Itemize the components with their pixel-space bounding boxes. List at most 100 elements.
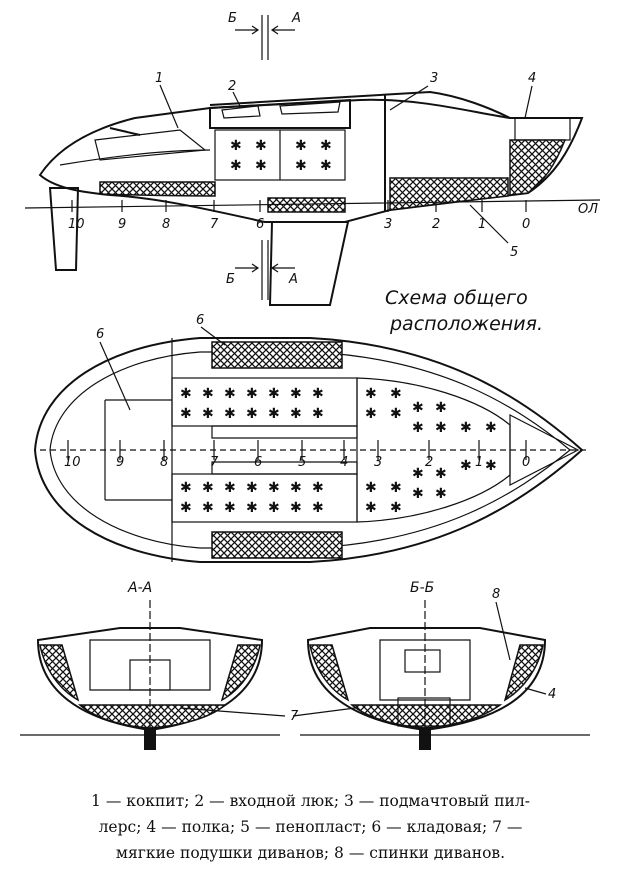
cushion-mark: ✱	[435, 400, 447, 416]
cushion-mark: ✱	[435, 486, 447, 502]
cut-label-b-top: Б	[228, 11, 237, 26]
cushion-mark: ✱	[320, 158, 332, 174]
cushion-mark: ✱	[180, 500, 192, 516]
station-number-side: 3	[384, 217, 392, 232]
station-number-plan: 6	[254, 455, 262, 470]
cushion-mark: ✱	[412, 400, 424, 416]
station-number-side: 9	[118, 217, 126, 232]
cushion-mark: ✱	[268, 386, 280, 402]
cushion-mark: ✱	[485, 458, 497, 474]
cushion-mark: ✱	[246, 406, 258, 422]
station-number-plan: 9	[116, 455, 124, 470]
cushion-mark: ✱	[295, 138, 307, 154]
section-BB-label: Б-Б	[410, 580, 434, 596]
cushion-mark: ✱	[255, 158, 267, 174]
cushion-mark: ✱	[412, 486, 424, 502]
cushion-mark: ✱	[312, 386, 324, 402]
station-number-side: 6	[256, 217, 264, 232]
cushion-mark: ✱	[412, 420, 424, 436]
cabin-top	[209, 98, 351, 129]
station-number-side: 2	[432, 217, 440, 232]
cushion-mark: ✱	[255, 138, 267, 154]
cockpit-area	[94, 129, 207, 161]
foam-aft	[99, 181, 216, 197]
cushion-mark: ✱	[290, 480, 302, 496]
cushion-mark: ✱	[268, 500, 280, 516]
cushion-mark: ✱	[268, 480, 280, 496]
callout-1: 1	[155, 71, 163, 86]
plan-cushion-marks: ✱✱✱✱✱✱✱✱✱✱✱✱✱✱✱✱✱✱✱✱✱✱✱✱✱✱✱✱✱✱✱✱✱✱✱✱✱✱✱✱…	[180, 386, 497, 516]
cushion-mark: ✱	[202, 480, 214, 496]
cushion-mark: ✱	[202, 406, 214, 422]
cushion-mark: ✱	[365, 480, 377, 496]
plan-view	[33, 337, 590, 563]
callout-7: 7	[290, 709, 299, 724]
station-number-plan: 4	[340, 455, 348, 470]
callout-8: 8	[492, 587, 500, 602]
baseline-label: ОЛ	[578, 202, 598, 217]
cushion-mark: ✱	[435, 420, 447, 436]
callout-3: 3	[430, 71, 438, 86]
cushion-mark: ✱	[485, 420, 497, 436]
cushion-mark: ✱	[224, 406, 236, 422]
callout-4: 4	[528, 71, 536, 86]
station-number-plan: 8	[160, 455, 168, 470]
baseline-OL	[24, 199, 601, 209]
cushion-mark: ✱	[230, 138, 242, 154]
station-number-plan: 3	[374, 455, 382, 470]
station-number-side: 10	[68, 217, 85, 232]
cushion-mark: ✱	[224, 386, 236, 402]
cushion-mark: ✱	[180, 386, 192, 402]
section-BB	[300, 600, 590, 750]
foam-forward	[509, 139, 567, 196]
section-AA-hull	[36, 627, 264, 732]
cushion-mark: ✱	[390, 500, 402, 516]
cushion-mark: ✱	[460, 420, 472, 436]
cushion-mark: ✱	[202, 386, 214, 402]
cushion-mark: ✱	[246, 386, 258, 402]
section-BB-hull	[306, 627, 547, 732]
cushion-mark: ✱	[365, 406, 377, 422]
station-number-plan: 10	[64, 455, 81, 470]
station-number-plan: 5	[298, 455, 306, 470]
section-AA-label: А-А	[127, 580, 152, 596]
title-line-2: расположения.	[389, 313, 543, 335]
cut-label-a-bottom: А	[288, 272, 298, 287]
cushion-mark: ✱	[268, 406, 280, 422]
cushion-mark: ✱	[246, 480, 258, 496]
keel-fin	[268, 221, 350, 306]
station-number-plan: 2	[425, 455, 433, 470]
callout-4-section: 4	[548, 687, 556, 702]
cushion-mark: ✱	[224, 500, 236, 516]
cushion-mark: ✱	[390, 386, 402, 402]
legend-line-2: лерс; 4 — полка; 5 — пенопласт; 6 — клад…	[98, 818, 523, 836]
callout-2: 2	[228, 79, 236, 94]
station-number-plan: 1	[475, 455, 483, 470]
callout-6-plan-aft: 6	[96, 327, 104, 342]
cushion-mark: ✱	[460, 458, 472, 474]
cushion-mark: ✱	[230, 158, 242, 174]
legend-line-1: 1 — кокпит; 2 — входной люк; 3 — подмачт…	[91, 792, 530, 810]
station-number-side: 8	[162, 217, 170, 232]
storage-port	[211, 341, 343, 369]
cushion-mark: ✱	[202, 500, 214, 516]
cushion-mark: ✱	[295, 158, 307, 174]
cut-label-b-bottom: Б	[226, 272, 235, 287]
station-number-side: 7	[210, 217, 219, 232]
cushion-mark: ✱	[246, 500, 258, 516]
cushion-mark: ✱	[312, 500, 324, 516]
station-number-side: 0	[522, 217, 530, 232]
side-profile-view	[24, 15, 601, 306]
storage-starboard	[211, 531, 343, 559]
cushion-mark: ✱	[224, 480, 236, 496]
cushion-mark: ✱	[390, 406, 402, 422]
cut-label-a-top: А	[291, 11, 301, 26]
cushion-mark: ✱	[412, 466, 424, 482]
cushion-mark: ✱	[365, 386, 377, 402]
legend-line-3: мягкие подушки диванов; 8 — спинки диван…	[115, 844, 506, 862]
hull-plan-outline	[33, 337, 584, 563]
callout-5: 5	[510, 245, 518, 260]
cushion-mark: ✱	[390, 480, 402, 496]
